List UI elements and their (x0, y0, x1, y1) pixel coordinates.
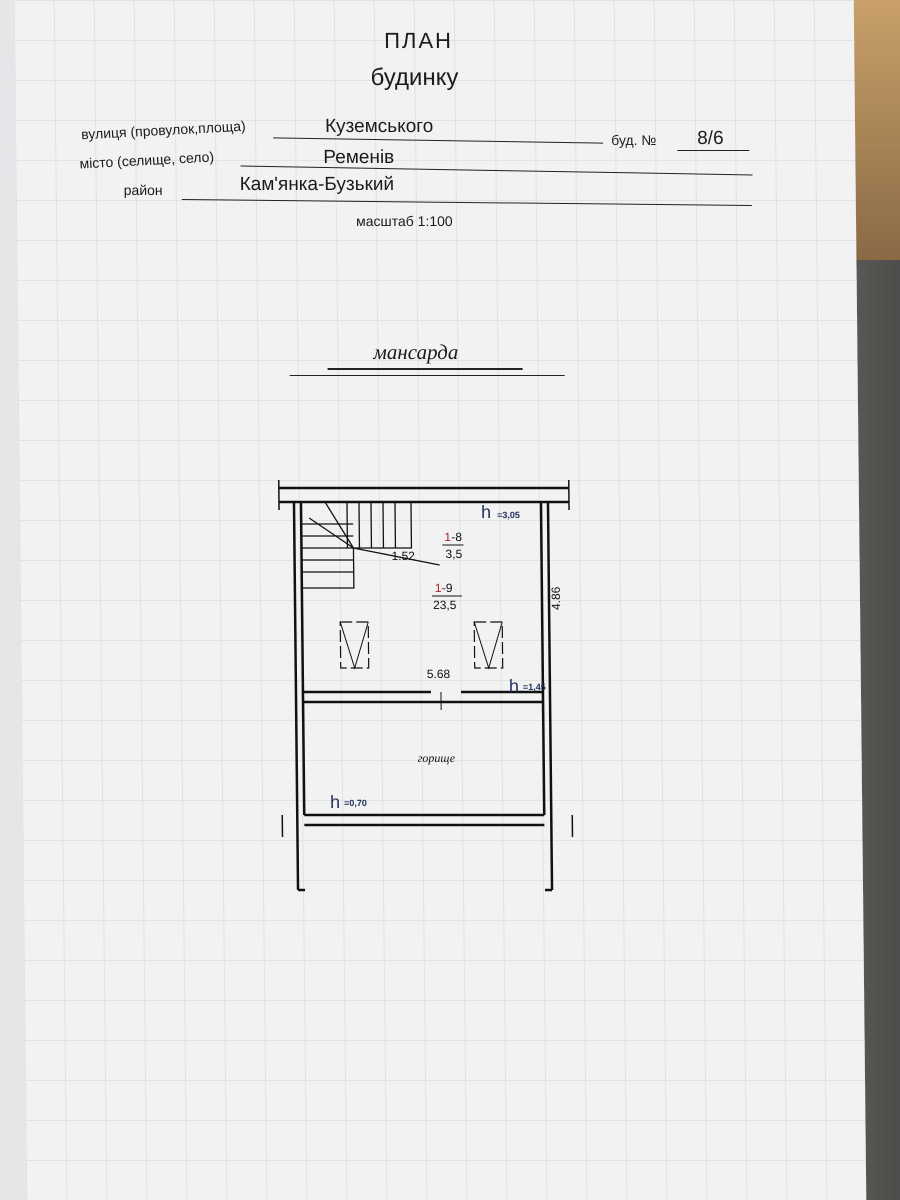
document-page: ПЛАН будинку вулиця (провулок,площа) Куз… (13, 0, 867, 1200)
street-label: вулиця (провулок,площа) (80, 117, 247, 143)
dim-width: 5.68 (427, 667, 451, 681)
dim-depth: 4.86 (549, 586, 563, 610)
interior-walls (302, 690, 545, 827)
attic-label: горище (418, 751, 456, 765)
street-value: Куземського (324, 116, 434, 137)
building-line (677, 150, 750, 151)
skylight-right (473, 621, 504, 669)
floor-underline (327, 368, 523, 370)
room-9-id: -9 (442, 581, 453, 595)
h-attic-label: h (330, 792, 340, 812)
floor-name: мансарда (373, 340, 459, 364)
height-mid: =1,45 (523, 682, 546, 692)
building-label: буд. № (611, 132, 657, 148)
district-value: Кам'янка-Бузький (239, 174, 395, 195)
room-8-area: 3,5 (445, 547, 462, 561)
room-8-id: -8 (451, 530, 462, 544)
floor-underline-2 (289, 375, 565, 376)
city-label: місто (селище, село) (79, 148, 215, 172)
side-walls (292, 502, 554, 890)
dim-stair: 1.52 (391, 549, 415, 563)
district-line (181, 199, 752, 206)
skylight-left (339, 621, 370, 669)
staircase (300, 501, 440, 589)
building-value: 8/6 (697, 128, 724, 149)
district-label: район (123, 182, 163, 198)
doc-title: ПЛАН (384, 28, 454, 53)
top-wall (278, 486, 569, 504)
height-top: =3,05 (497, 510, 520, 520)
doc-subtitle: будинку (370, 64, 459, 91)
room-9-prefix: 1 (435, 581, 442, 595)
scale-text: масштаб 1:100 (355, 213, 453, 229)
room-9-area: 23,5 (433, 598, 457, 612)
street-line (273, 137, 604, 144)
city-value: Ременів (323, 147, 395, 168)
floor-plan: h =3,05 1 -8 3,5 1.52 1 -9 23,5 4.86 5.6… (277, 480, 574, 892)
room-8-prefix: 1 (444, 530, 451, 544)
height-attic: =0,70 (344, 798, 367, 808)
h-top-label: h (481, 502, 491, 522)
h-mid-label: h (509, 676, 519, 696)
